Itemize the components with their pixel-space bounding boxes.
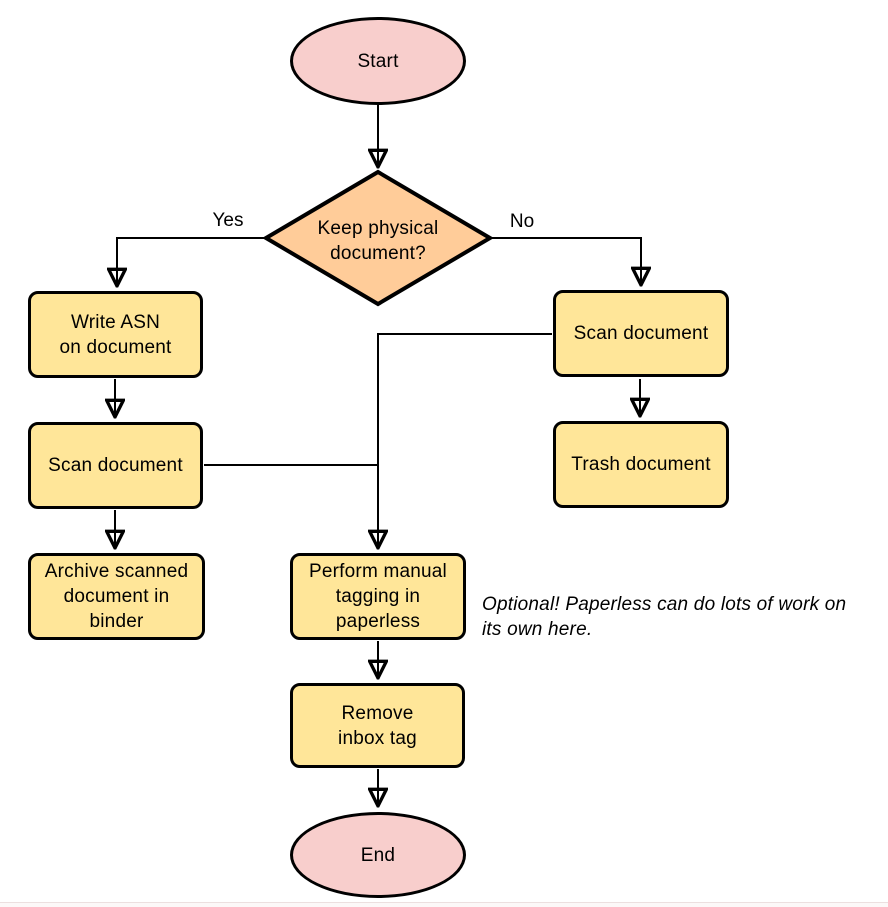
write-asn-label-line2: on document (59, 336, 172, 358)
perform-tagging-node: Perform manual tagging in paperless (290, 553, 466, 640)
diamond-icon (262, 169, 494, 307)
scan-document-right-node: Scan document (553, 290, 729, 377)
end-label: End (360, 844, 396, 866)
archive-label-line3: binder (89, 611, 144, 632)
decision-label-line1: Keep physical (317, 218, 439, 239)
note-line1: Optional! Paperless can do lots of work … (482, 594, 847, 615)
note-line2: its own here. (482, 619, 593, 640)
perform-label-line3: paperless (335, 611, 421, 632)
remove-label-line2: inbox tag (338, 727, 417, 749)
perform-label-line2: tagging in (335, 586, 421, 607)
trash-document-node: Trash document (553, 421, 729, 508)
decision-node: Keep physical document? (261, 216, 495, 266)
edge-label-yes: Yes (212, 210, 244, 231)
perform-label-line1: Perform manual (309, 561, 447, 582)
remove-inbox-tag-node: Remove inbox tag (290, 683, 465, 768)
page-bottom-edge (0, 902, 888, 907)
archive-label-line2: document in (63, 586, 170, 607)
decision-label-line2: document? (330, 243, 426, 264)
archive-node: Archive scanned document in binder (28, 553, 205, 640)
start-node: Start (290, 17, 466, 105)
decision-shape (262, 169, 494, 307)
remove-label-line1: Remove (341, 702, 414, 724)
write-asn-label-line1: Write ASN (70, 311, 161, 333)
edge-label-no: No (509, 211, 535, 232)
trash-label: Trash document (571, 454, 711, 475)
scan-right-label: Scan document (573, 323, 709, 344)
edge-decision-yes-to-write-asn (117, 237, 265, 286)
edge-decision-no-to-scan-right (490, 237, 641, 285)
write-asn-node: Write ASN on document (28, 291, 203, 378)
end-node: End (290, 812, 466, 898)
note-text: Optional! Paperless can do lots of work … (482, 592, 846, 642)
scan-document-left-node: Scan document (28, 422, 203, 509)
start-label: Start (357, 50, 399, 72)
scan-left-label: Scan document (48, 455, 183, 476)
archive-label-line1: Archive scanned (44, 561, 189, 582)
edge-scan-right-to-perform (378, 333, 552, 548)
